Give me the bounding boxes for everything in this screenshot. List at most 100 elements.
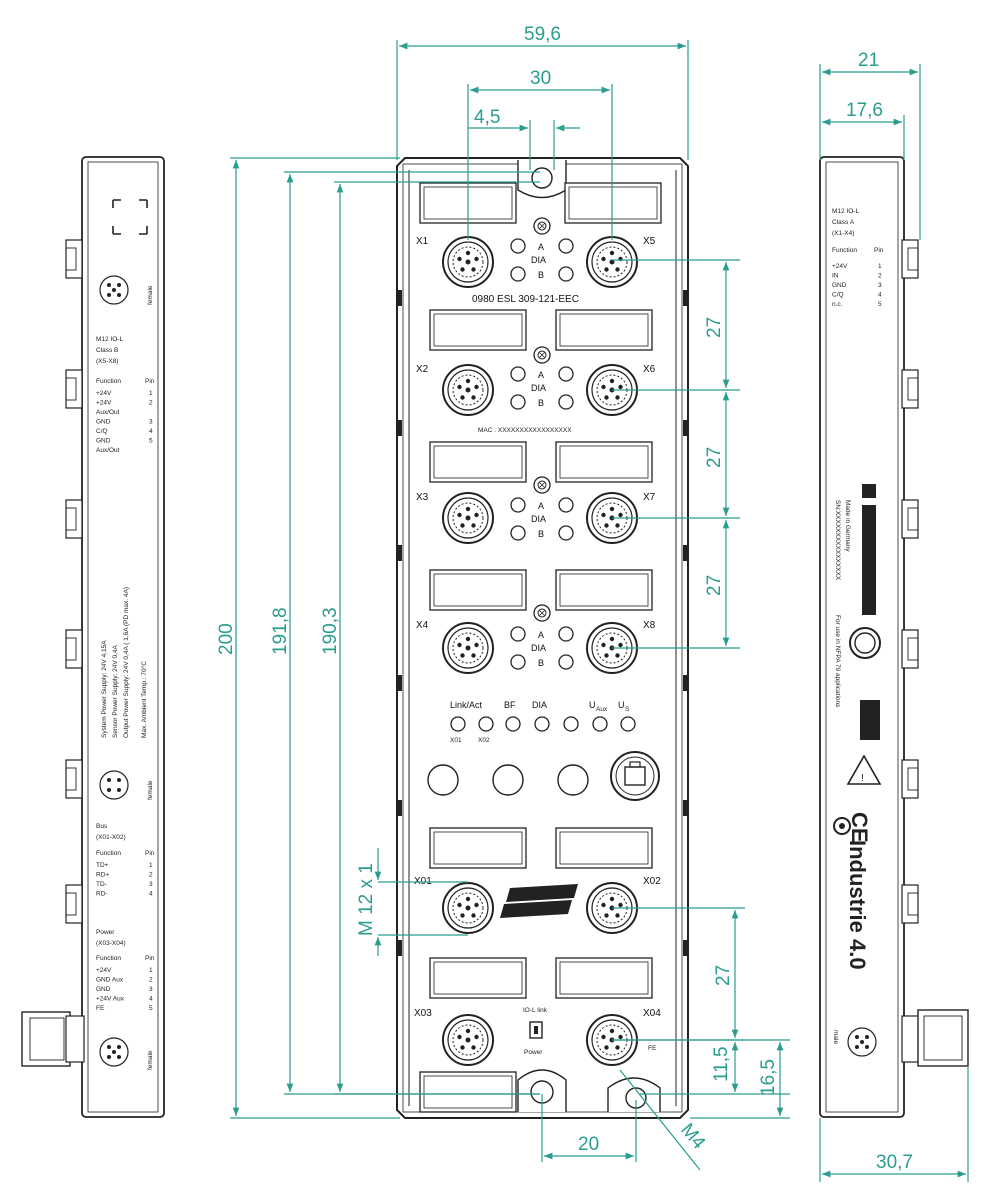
label-x5: X5 bbox=[643, 236, 656, 247]
led-a-3: A bbox=[538, 501, 544, 511]
led-a-2: A bbox=[538, 370, 544, 380]
left-iol-function: +24V bbox=[96, 400, 112, 407]
left-power-range: (X03-X04) bbox=[96, 940, 126, 947]
right-pin-header: Pin bbox=[874, 247, 884, 254]
dim-pitch-4: 27 bbox=[713, 965, 734, 986]
iol-link-label: IO-L link bbox=[523, 1007, 548, 1014]
left-power-function: +24V Aux bbox=[96, 996, 125, 1003]
left-female-3: female bbox=[147, 1050, 154, 1070]
label-x2: X2 bbox=[416, 364, 429, 375]
status-bf: BF bbox=[504, 700, 516, 710]
ul-mark bbox=[849, 627, 881, 659]
mac-address: MAC : XXXXXXXXXXXXXXXXX bbox=[478, 427, 572, 434]
front-view: X1 X2 X3 X4 X5 X6 X7 X8 X01 X02 X03 X04 … bbox=[396, 157, 689, 1119]
label-x3: X3 bbox=[416, 492, 429, 503]
dim-side-bottom-width: 30,7 bbox=[876, 1152, 913, 1173]
led-cluster-4: A DIA B bbox=[510, 626, 574, 670]
right-iol-range: (X1-X4) bbox=[832, 230, 854, 237]
earth-icon bbox=[833, 817, 851, 835]
left-power-function: GND bbox=[96, 986, 111, 993]
blind-plug-2 bbox=[492, 764, 524, 796]
dimension-lines bbox=[230, 40, 969, 1182]
left-power-func-header: Function bbox=[96, 955, 121, 962]
left-power-title: Power bbox=[96, 929, 115, 936]
right-side-view: M12 IO-L Class A (X1-X4) Function Pin +2… bbox=[819, 156, 969, 1118]
dim-hole-offset: 4,5 bbox=[474, 107, 500, 128]
dim-height-mid: 191,8 bbox=[270, 607, 291, 655]
brand-logo-side bbox=[862, 484, 876, 615]
ethernet-port bbox=[610, 751, 660, 801]
left-power-pin-header: Pin bbox=[145, 955, 155, 962]
label-x4: X4 bbox=[416, 620, 429, 631]
dim-bottom-hole-spacing: 20 bbox=[578, 1134, 599, 1155]
left-power-pin: 5 bbox=[149, 1005, 153, 1012]
left-iol-pin: 1 bbox=[149, 390, 153, 397]
left-power-connector bbox=[21, 1011, 85, 1067]
left-bus-pin: 2 bbox=[149, 872, 153, 879]
dim-screw: M4 bbox=[676, 1120, 709, 1154]
right-iol-pin: 4 bbox=[878, 292, 882, 299]
dim-port-spacing: 30 bbox=[530, 68, 551, 89]
led-dia-2: DIA bbox=[531, 383, 546, 393]
left-power-pin: 3 bbox=[149, 986, 153, 993]
right-iol-title: M12 IO-L bbox=[832, 208, 859, 215]
label-x03: X03 bbox=[414, 1008, 432, 1019]
ce-mark: CE bbox=[847, 812, 872, 843]
right-iol-function: C/Q bbox=[832, 292, 844, 299]
left-iol-title: M12 IO-L bbox=[96, 336, 123, 343]
left-iol-pin: 2 bbox=[149, 400, 153, 407]
right-iol-pin: 1 bbox=[878, 263, 882, 270]
dim-height-inner: 190,3 bbox=[320, 607, 341, 655]
left-side-view: female female female M12 IO-L Class B (X… bbox=[21, 156, 165, 1118]
led-b-1: B bbox=[538, 270, 544, 280]
left-iol-function: Aux/Out bbox=[96, 447, 120, 454]
left-female-1: female bbox=[147, 285, 154, 305]
led-b-4: B bbox=[538, 658, 544, 668]
left-iol-function: GND bbox=[96, 438, 111, 445]
status-led-row: Link/Act BF DIA U Aux U S X01 X02 bbox=[450, 700, 636, 744]
blind-plug-1 bbox=[427, 764, 459, 796]
industrie-40-mark: Industrie 4.0 bbox=[845, 840, 870, 970]
dim-pitch-1: 27 bbox=[704, 317, 725, 338]
right-power-connector bbox=[901, 1009, 969, 1067]
status-x02: X02 bbox=[478, 737, 490, 744]
led-dia-3: DIA bbox=[531, 514, 546, 524]
right-func-header: Function bbox=[832, 247, 857, 254]
dim-width-total: 59,6 bbox=[524, 24, 561, 45]
left-bus-pin-header: Pin bbox=[145, 850, 155, 857]
left-bus-function: TD- bbox=[96, 881, 107, 888]
ul-listing-block bbox=[860, 700, 880, 740]
left-bus-pin: 3 bbox=[149, 881, 153, 888]
label-x1: X1 bbox=[416, 236, 429, 247]
led-dia-4: DIA bbox=[531, 643, 546, 653]
top-mount-hole bbox=[517, 160, 567, 199]
right-iol-function: n.c. bbox=[832, 301, 843, 308]
left-bus-pin: 1 bbox=[149, 862, 153, 869]
label-x7: X7 bbox=[643, 492, 656, 503]
dim-bottom-11: 11,5 bbox=[711, 1046, 732, 1082]
right-iol-pin: 5 bbox=[878, 301, 882, 308]
dim-pitch-3: 27 bbox=[704, 575, 725, 596]
label-x02: X02 bbox=[643, 876, 661, 887]
left-pin-header: Pin bbox=[145, 378, 155, 385]
left-iol-function: Aux/Out bbox=[96, 409, 120, 416]
status-uaux: U bbox=[589, 700, 596, 710]
left-supply-1: System Power Supply: 24V 4,15A bbox=[101, 640, 108, 738]
left-bus-function: RD+ bbox=[96, 872, 109, 879]
led-dia-1: DIA bbox=[531, 255, 546, 265]
left-iol-function: GND bbox=[96, 419, 111, 426]
left-power-function: +24V bbox=[96, 967, 112, 974]
brand-logo-front bbox=[500, 884, 578, 918]
left-iol-class: Class B bbox=[96, 347, 118, 354]
dim-side-depth-total: 21 bbox=[858, 50, 879, 71]
left-iol-pin: 5 bbox=[149, 438, 153, 445]
left-bus-list: TD+1RD+2TD-3RD-4 bbox=[96, 862, 153, 898]
left-bus-func-header: Function bbox=[96, 850, 121, 857]
part-number: 0980 ESL 309-121-EEC bbox=[472, 294, 579, 305]
right-connector-icon bbox=[847, 1027, 877, 1057]
right-iol-class: Class A bbox=[832, 219, 855, 226]
left-power-function: GND Aux bbox=[96, 977, 124, 984]
